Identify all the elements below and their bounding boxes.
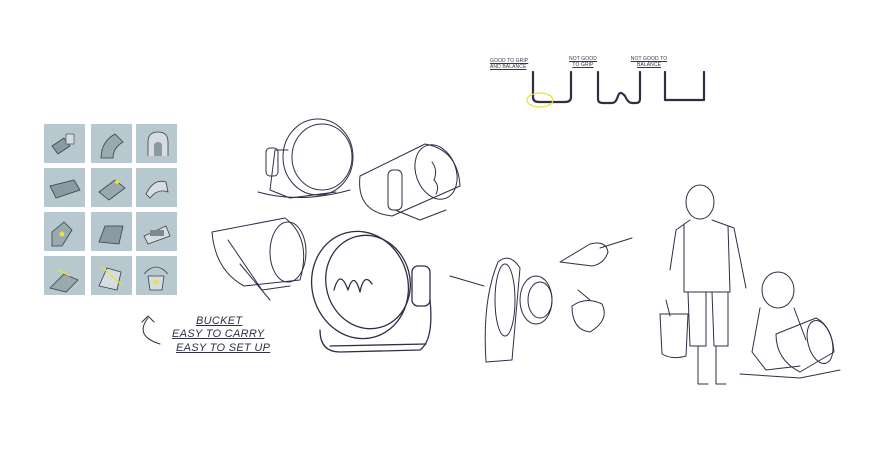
thumbnail-7 — [44, 212, 85, 251]
thumbnail-12 — [136, 256, 177, 295]
speaker-sketch-exploded — [449, 237, 633, 363]
speaker-sketch-cylinder — [359, 143, 461, 221]
thumbnail-6 — [136, 168, 177, 207]
note-not-good-balance: NOT GOOD TO BALANCE — [630, 56, 668, 68]
thumbnail-2 — [91, 124, 132, 163]
speaker-sketch-main — [310, 230, 432, 353]
thumbnail-8 — [91, 212, 132, 251]
thumbnail-10 — [44, 256, 85, 295]
thumbnail-4 — [44, 168, 85, 207]
note-good-grip: GOOD TO GRIP AND BALANCE — [490, 58, 529, 70]
thumbnail-9 — [136, 212, 177, 251]
grip-profile-not-good-balance-icon — [663, 70, 706, 102]
child-figure-standing — [659, 184, 747, 385]
speaker-sketch-round-stand — [257, 118, 354, 199]
speaker-sketch-strap — [211, 217, 307, 301]
caption-easy-carry: EASY TO CARRY — [172, 328, 265, 340]
caption-easy-setup: EASY TO SET UP — [176, 342, 271, 354]
thumbnail-11 — [91, 256, 132, 295]
caption-bucket: BUCKET — [196, 315, 243, 327]
concept-thumbnail-grid — [44, 124, 180, 298]
curved-arrow-icon — [141, 315, 161, 345]
child-figure-sitting — [739, 271, 841, 379]
grip-profile-not-good-grip-icon — [596, 70, 642, 105]
highlight-circle — [526, 92, 554, 108]
thumbnail-1 — [44, 124, 85, 163]
thumbnail-5 — [91, 168, 132, 207]
note-not-good-grip: NOT GOOD TO GRIP — [569, 56, 597, 68]
thumbnail-3 — [136, 124, 177, 163]
